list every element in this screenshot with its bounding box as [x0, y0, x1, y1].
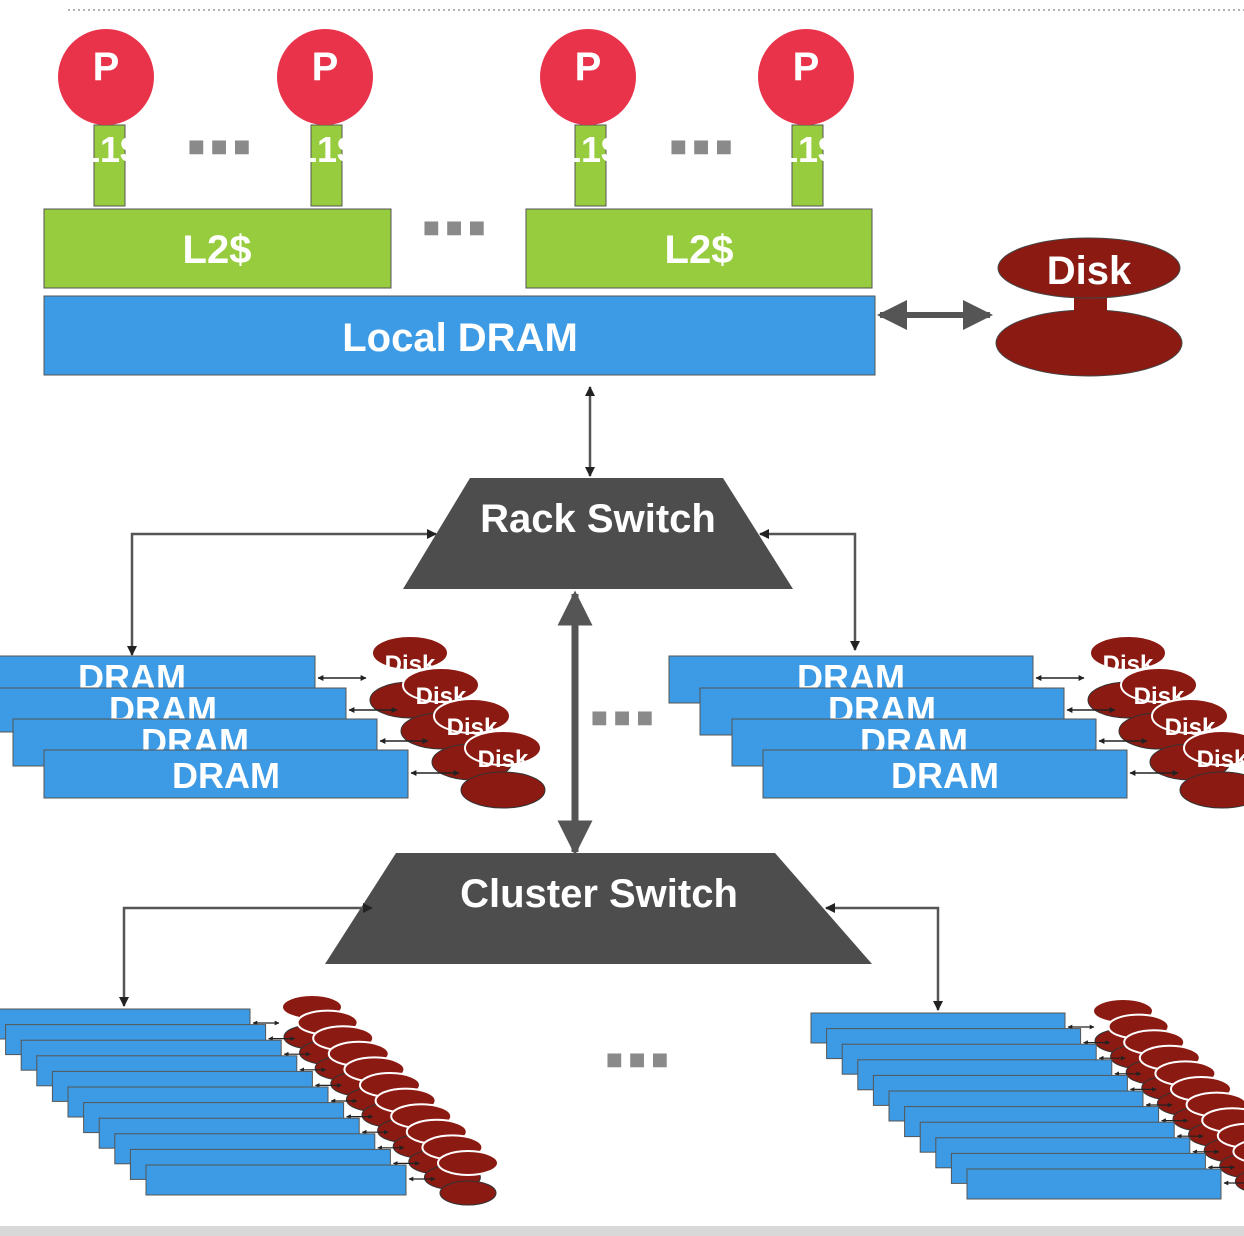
right-rack: DRAM Disk DRAM Disk DRAM [668, 635, 1244, 809]
ellipsis-clusters: ■ ■ ■ [606, 1049, 668, 1070]
processor-1: P [58, 29, 154, 125]
l1-cache-3: L1$ [559, 124, 621, 207]
dram-label: DRAM [172, 755, 280, 796]
dram-label: DRAM [891, 755, 999, 796]
local-dram: Local DRAM [43, 295, 876, 376]
processor-2: P [277, 29, 373, 125]
l2-cache-left: L2$ [43, 208, 392, 289]
local-dram-label: Local DRAM [342, 316, 578, 360]
cluster-to-right-arrow [825, 903, 943, 1011]
cluster-right-stack [810, 998, 1244, 1200]
ellipsis-racks: ■ ■ ■ [591, 707, 653, 728]
left-rack: DRAM Disk DRAM Disk DRAM [0, 635, 546, 809]
l1-cache-label: L1$ [295, 129, 357, 170]
local-disk: Disk [995, 237, 1183, 377]
cluster-disk [437, 1150, 499, 1206]
l1-cache-label: L1$ [78, 129, 140, 170]
processor-label: P [575, 45, 602, 89]
ellipsis-l2: ■ ■ ■ [423, 217, 485, 238]
bottom-scroll-bar [0, 1226, 1244, 1236]
disk-label: Disk [1197, 746, 1244, 773]
rack-to-right-rack-arrow [759, 529, 860, 651]
l1-cache-4: L1$ [776, 124, 838, 207]
cluster-switch: Cluster Switch [325, 853, 872, 964]
ellipsis-processors-right: ■ ■ ■ [670, 136, 732, 157]
rack-to-left-rack-arrow [127, 529, 437, 656]
cluster-server [966, 1168, 1244, 1200]
ellipsis-processors-left: ■ ■ ■ [188, 136, 250, 157]
disk-label: Disk [478, 746, 529, 773]
l2-cache-label: L2$ [665, 228, 734, 272]
l1-cache-label: L1$ [559, 129, 621, 170]
cluster-switch-label: Cluster Switch [460, 872, 738, 916]
rack-disk: Disk [1179, 730, 1244, 809]
processor-label: P [93, 45, 120, 89]
rack-switch: Rack Switch [403, 478, 793, 589]
l1-cache-2: L1$ [295, 124, 357, 207]
rack-disk: Disk [460, 730, 546, 809]
processor-3: P [540, 29, 636, 125]
rack-switch-label: Rack Switch [480, 497, 716, 541]
l1-cache-label: L1$ [776, 129, 838, 170]
cluster-left-stack [0, 994, 499, 1206]
cluster-to-left-arrow [119, 903, 373, 1007]
processor-label: P [312, 45, 339, 89]
l1-cache-1: L1$ [78, 124, 140, 207]
processor-label: P [793, 45, 820, 89]
processor-4: P [758, 29, 854, 125]
disk-label: Disk [1047, 249, 1132, 293]
cluster-server [145, 1150, 499, 1206]
l2-cache-right: L2$ [525, 208, 873, 289]
rack-server: DRAM Disk [762, 730, 1244, 809]
rack-server: DRAM Disk [43, 730, 546, 809]
l2-cache-label: L2$ [183, 228, 252, 272]
